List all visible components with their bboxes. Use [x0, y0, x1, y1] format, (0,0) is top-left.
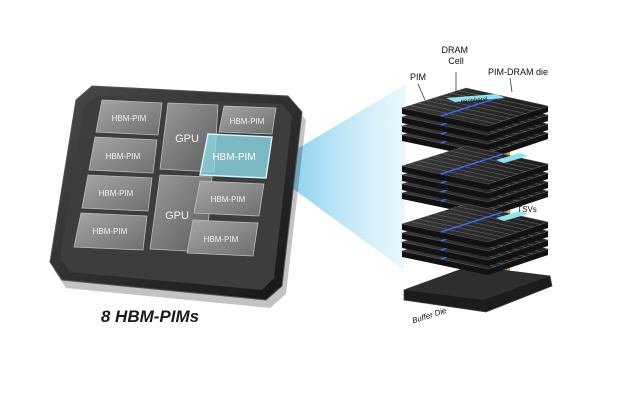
tile-label: HBM-PIM	[106, 152, 141, 161]
peripheral-block	[446, 94, 505, 102]
tile-label: HBM-PIM	[112, 114, 147, 123]
gpu-label: GPU	[165, 210, 189, 222]
hbm-package: HBM-PIM HBM-PIM HBM-PIM HBM-PIM GPU GPU …	[49, 85, 306, 308]
dram-die-layers	[400, 87, 550, 275]
gpu-label: GPU	[175, 133, 199, 145]
hbm-stack: peripheral	[400, 87, 553, 313]
peripheral-label: peripheral	[461, 97, 488, 106]
hbm-pim-tile: HBM-PIM	[73, 212, 148, 251]
hbm-pim-tile: HBM-PIM	[186, 219, 259, 257]
hbm-pim-tile-highlighted: HBM-PIM	[199, 133, 273, 179]
dram-layer	[400, 87, 550, 132]
dram-layer	[400, 145, 550, 190]
tile-label: HBM-PIM	[204, 235, 239, 244]
dram-cell-label: DRAM Cell	[441, 45, 470, 66]
tile-label: HBM-PIM	[99, 189, 134, 198]
pim-dram-die-label: PIM-DRAM die	[488, 67, 548, 77]
pim-label: PIM	[410, 72, 426, 82]
buffer-die-label: Buffer Die	[411, 306, 448, 326]
package-caption: 8 HBM-PIMs	[101, 307, 199, 326]
dram-layer	[400, 203, 550, 248]
tile-label: HBM-PIM	[230, 117, 265, 126]
hbm-pim-tile: HBM-PIM	[95, 99, 163, 136]
tile-label: HBM-PIM	[211, 195, 246, 204]
tile-label-highlighted: HBM-PIM	[212, 152, 255, 163]
highlight-beam	[262, 84, 406, 270]
tile-label: HBM-PIM	[93, 227, 128, 236]
hbm-pim-tile: HBM-PIM	[193, 180, 265, 217]
hbm-pim-tile: HBM-PIM	[81, 174, 153, 212]
hbm-pim-tile: HBM-PIM	[218, 105, 277, 135]
hbm-pim-tile: HBM-PIM	[88, 136, 158, 174]
tsvs-label: TSVs	[517, 205, 537, 214]
